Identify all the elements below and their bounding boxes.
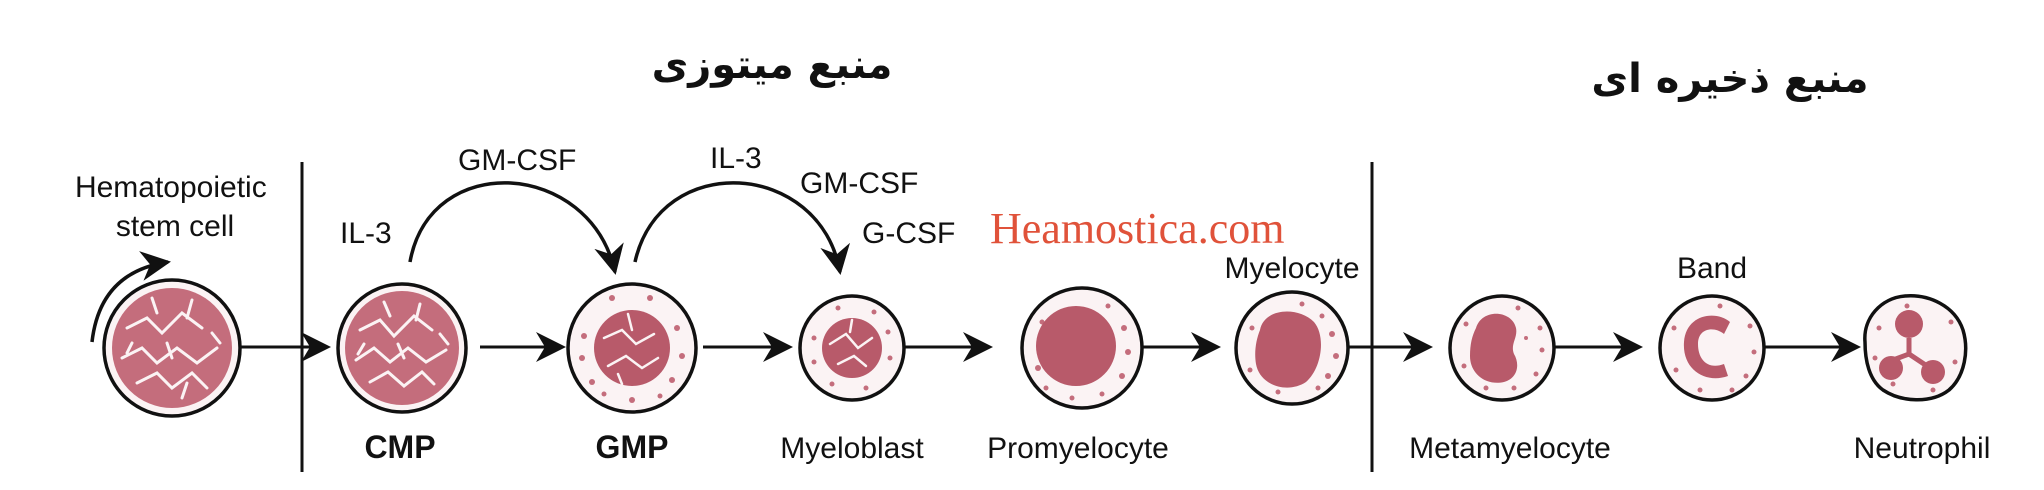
cytokine-arrow-gmp-to-myeloblast bbox=[633, 181, 850, 275]
cell-myelocyte bbox=[1234, 290, 1350, 406]
il3-label-cmp: IL-3 bbox=[340, 217, 392, 250]
cell-stem bbox=[102, 278, 242, 418]
label-promyelocyte: Promyelocyte bbox=[987, 432, 1169, 465]
cell-promyelocyte bbox=[1020, 286, 1144, 410]
label-gmp: GMP bbox=[596, 429, 669, 465]
stem-cell-label-line1: Hematopoietic bbox=[75, 171, 267, 204]
cytokine-arrow-cmp-to-gmp bbox=[408, 181, 624, 275]
il3-label-gmp: IL-3 bbox=[710, 142, 762, 175]
label-myeloblast: Myeloblast bbox=[780, 432, 924, 465]
gcsf-label-myeloblast: G-CSF bbox=[862, 217, 955, 250]
label-neutrophil: Neutrophil bbox=[1854, 432, 1991, 465]
cell-myeloblast bbox=[798, 294, 906, 402]
label-cmp: CMP bbox=[364, 429, 435, 465]
self-renewal-arrow bbox=[90, 251, 171, 343]
label-band: Band bbox=[1677, 252, 1747, 285]
cell-neutrophil bbox=[1863, 294, 1968, 402]
cell-cmp bbox=[336, 282, 468, 414]
storage-pool-heading: منبع ذخیره ای bbox=[1591, 56, 1868, 102]
stem-cell-label-line2: stem cell bbox=[116, 210, 234, 243]
gmcsf-label-myeloblast: GM-CSF bbox=[800, 167, 918, 200]
stem-cell-label: Hematopoietic stem cell bbox=[75, 171, 275, 243]
label-metamyelocyte: Metamyelocyte bbox=[1409, 432, 1611, 465]
cell-band bbox=[1658, 294, 1766, 402]
cell-metamyelocyte bbox=[1448, 294, 1556, 402]
cell-gmp bbox=[566, 282, 698, 414]
label-myelocyte: Myelocyte bbox=[1224, 252, 1359, 285]
mitotic-pool-heading: منبع میتوزی bbox=[652, 42, 893, 88]
watermark: Heamostica.com bbox=[990, 204, 1284, 253]
gmcsf-label-top: GM-CSF bbox=[458, 144, 576, 177]
